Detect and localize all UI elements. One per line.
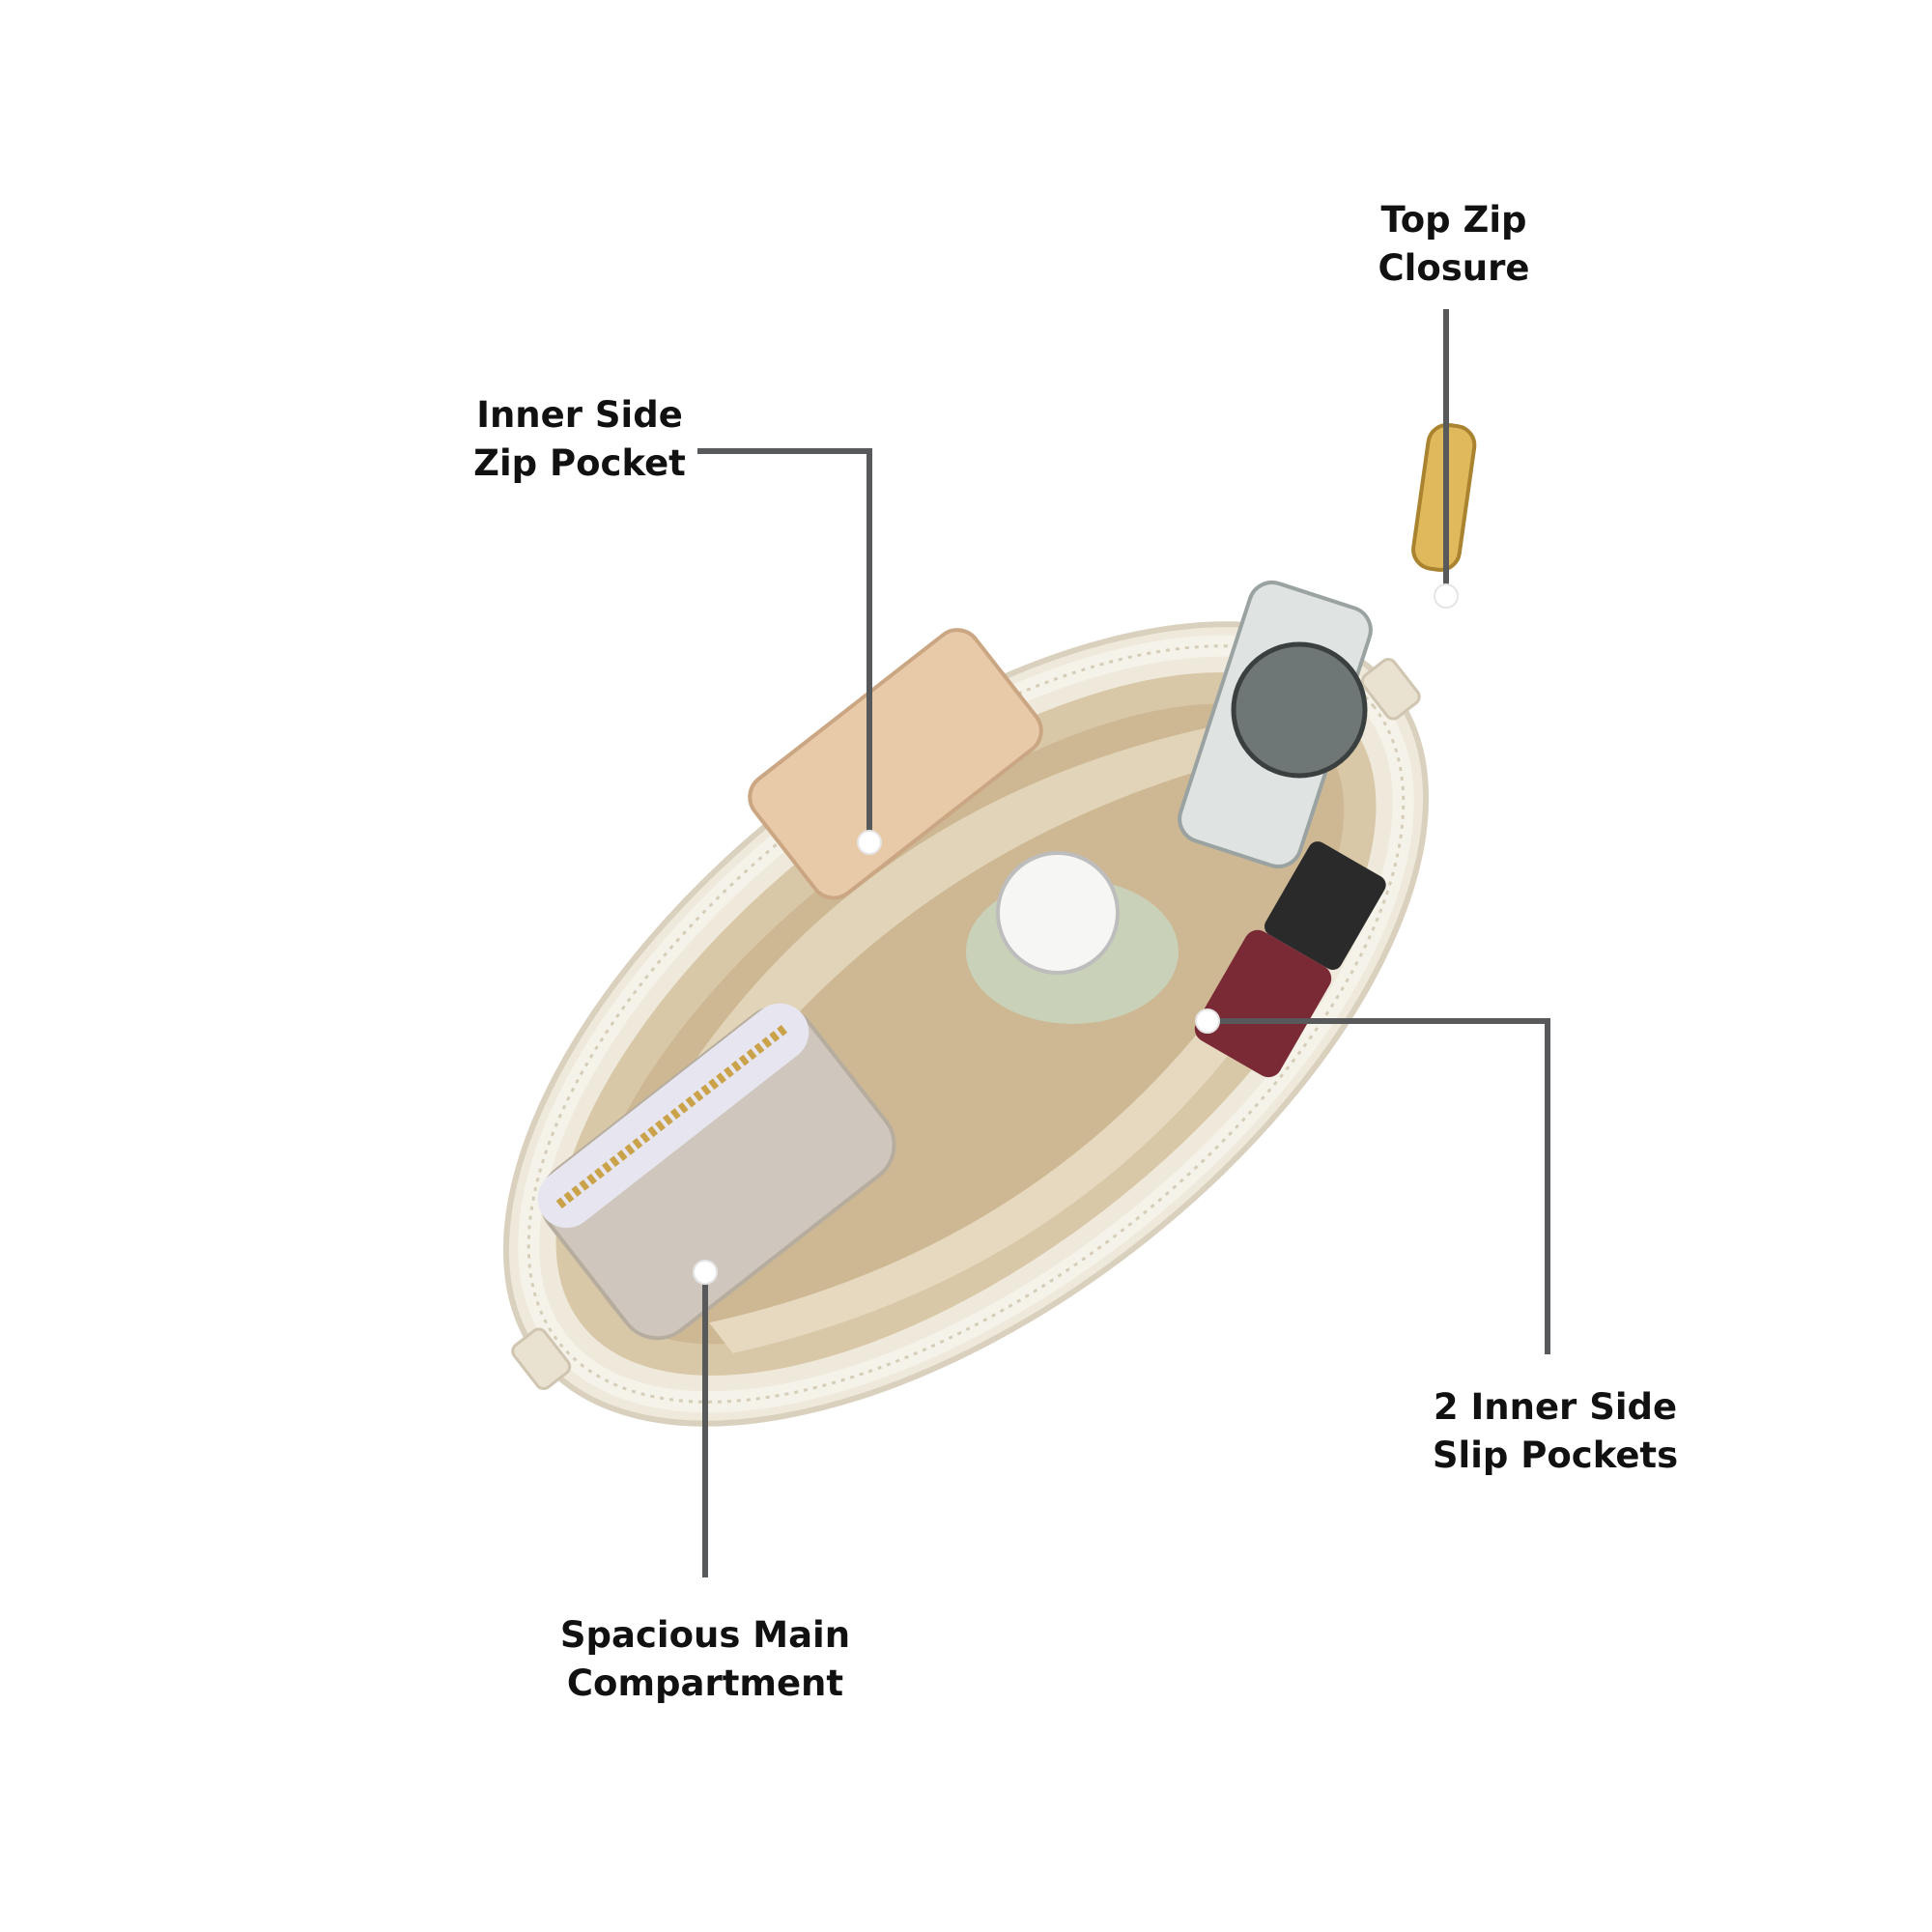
marker-dot-slip-pockets	[1195, 1009, 1220, 1034]
coin-purse-item	[537, 1003, 896, 1341]
leader-line-inner-zip-pocket	[697, 448, 872, 842]
callout-spacious-main-compartment: Spacious Main Compartment	[551, 1611, 860, 1708]
callout-top-zip-line2: Closure	[1378, 247, 1530, 289]
perfume-bottle-small	[966, 851, 1179, 1024]
lipstick-item	[1194, 841, 1386, 1078]
callout-slip-pockets-line2: Slip Pockets	[1432, 1435, 1679, 1476]
phone-item	[748, 628, 1043, 900]
callout-top-zip-line1: Top Zip	[1380, 199, 1527, 241]
marker-dot-main-compartment	[693, 1260, 718, 1285]
callout-inner-zip-line2: Zip Pocket	[473, 442, 686, 484]
leader-line-slip-pockets	[1208, 1018, 1550, 1354]
callout-main-compartment-line2: Compartment	[566, 1662, 844, 1704]
callout-main-compartment-line1: Spacious Main	[559, 1614, 851, 1656]
callout-2-inner-side-slip-pockets: 2 Inner Side Slip Pockets	[1410, 1383, 1700, 1480]
callout-slip-pockets-line1: 2 Inner Side	[1433, 1386, 1678, 1428]
callout-inner-zip-line1: Inner Side	[476, 394, 683, 436]
callout-top-zip-closure: Top Zip Closure	[1352, 196, 1555, 293]
perfume-bottle-large	[1178, 581, 1373, 868]
marker-dot-inner-zip-pocket	[857, 830, 882, 855]
callout-inner-side-zip-pocket: Inner Side Zip Pocket	[464, 391, 696, 488]
marker-dot-top-zip	[1434, 583, 1459, 609]
